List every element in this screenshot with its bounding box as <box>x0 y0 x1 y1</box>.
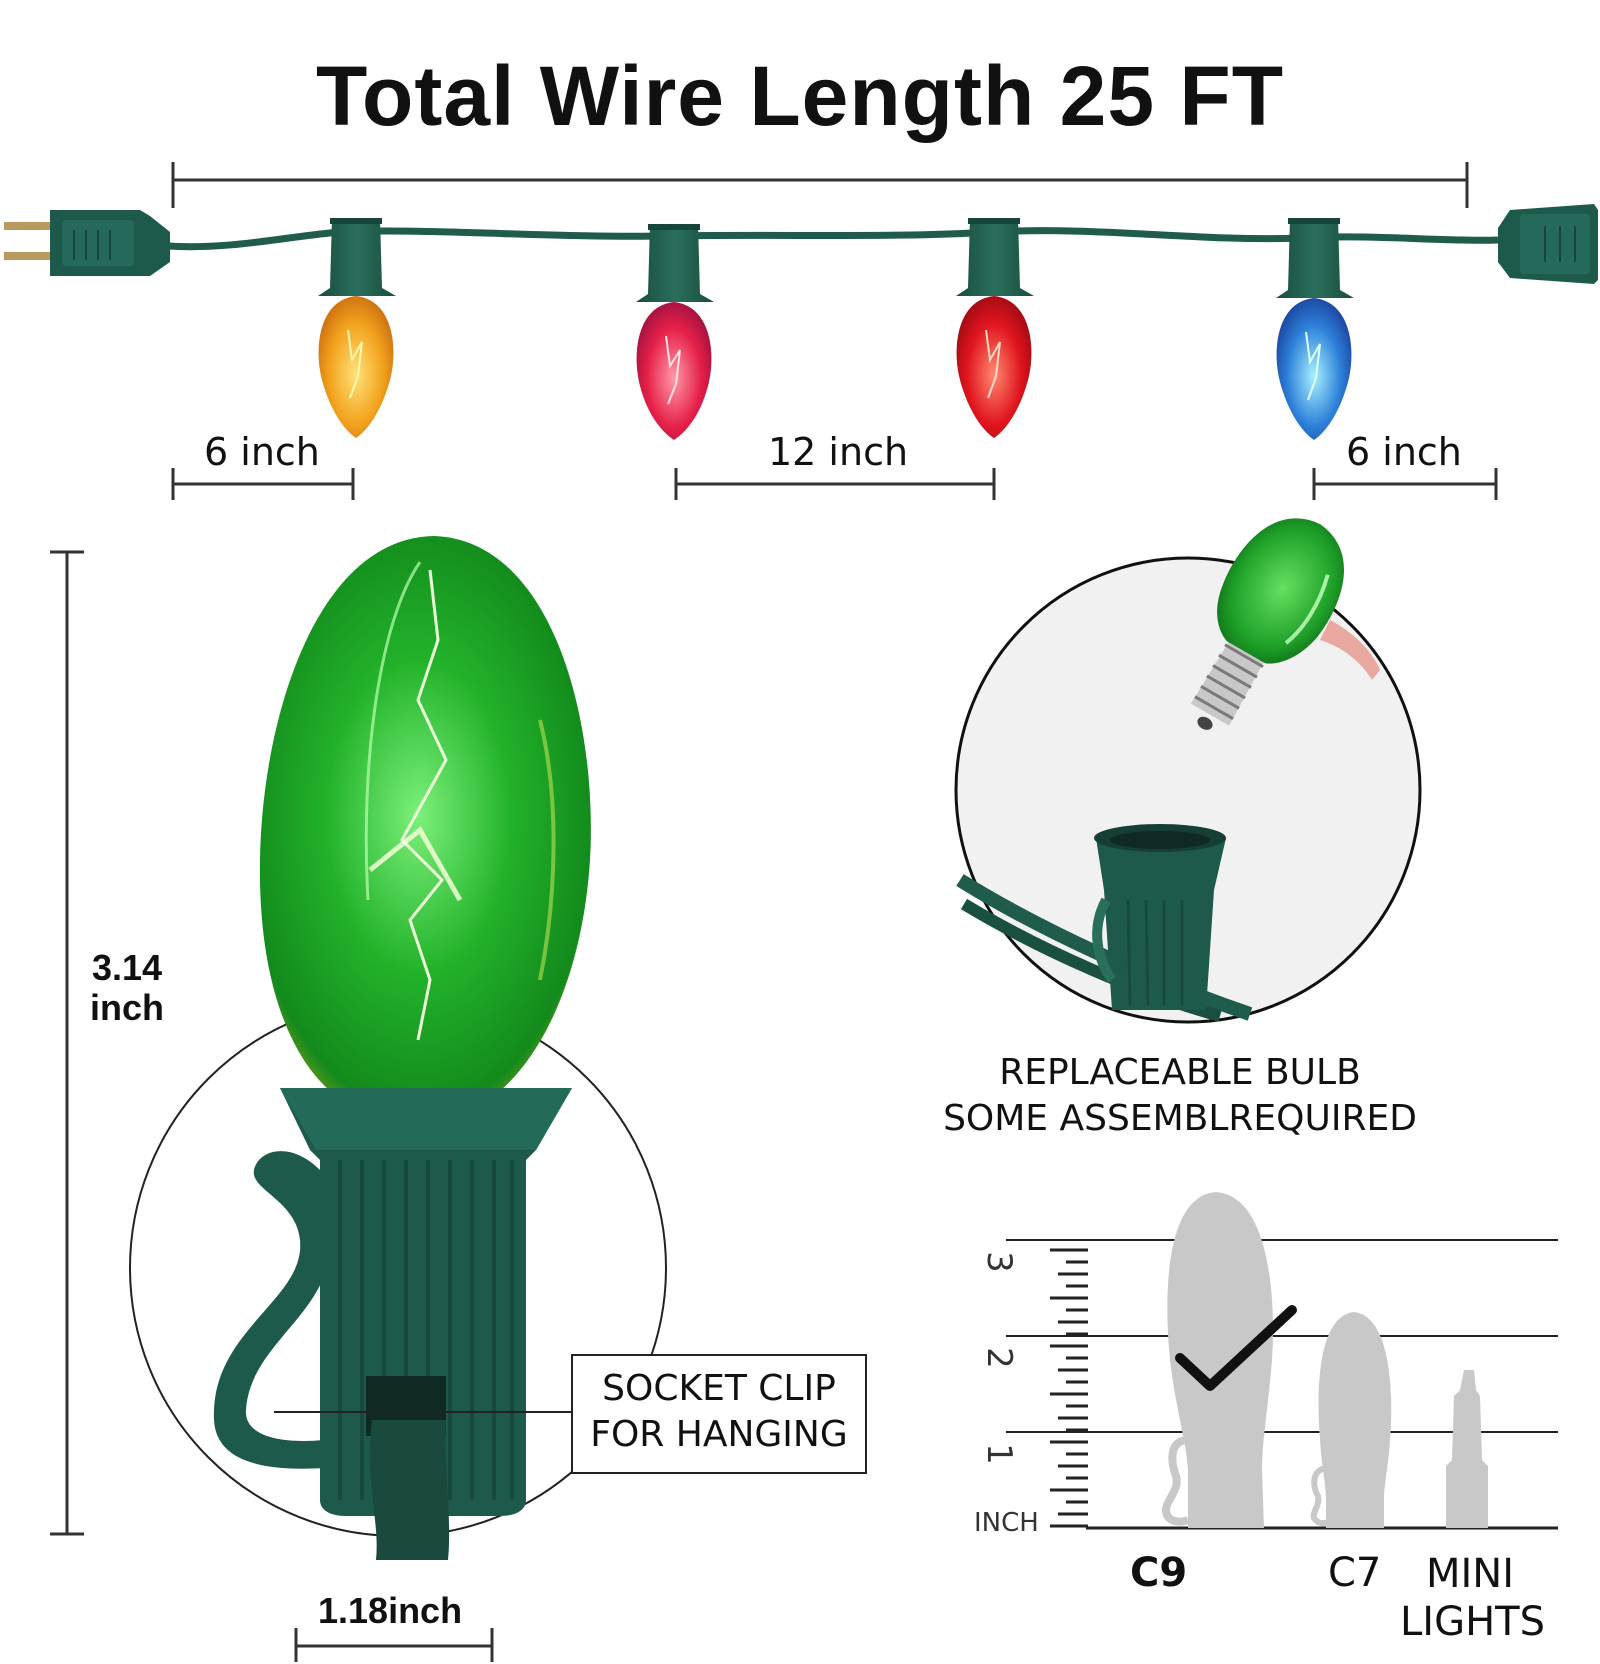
large-green-bulb <box>259 536 591 1096</box>
spacing-dimension-right <box>1312 468 1498 500</box>
total-length-dimension <box>171 162 1469 208</box>
c7-label: C7 <box>1328 1550 1382 1596</box>
red-bulb <box>956 218 1034 438</box>
height-dimension <box>50 550 84 1536</box>
socket-clip-line1: SOCKET CLIP <box>602 1368 836 1409</box>
spacing-middle-label: 12 inch <box>768 430 909 474</box>
c9-label: C9 <box>1130 1550 1188 1596</box>
ruler-mark-2: 2 <box>978 1347 1019 1369</box>
c9-silhouette <box>1161 1192 1273 1528</box>
ruler-mark-3: 3 <box>978 1251 1019 1273</box>
mini-silhouette <box>1446 1370 1488 1528</box>
ruler-unit-label: INCH <box>974 1508 1039 1538</box>
replaceable-bulb-photo <box>954 518 1422 1024</box>
bulb-height-label: 3.14 inch <box>84 948 170 1028</box>
spacing-right-label: 6 inch <box>1346 430 1462 474</box>
blue-bulb <box>1276 218 1354 440</box>
replaceable-line1: REPLACEABLE BULB <box>999 1052 1361 1093</box>
socket-clip-line2: FOR HANGING <box>590 1414 848 1455</box>
spacing-left-label: 6 inch <box>204 430 320 474</box>
bulb-height-unit: inch <box>89 987 164 1028</box>
female-plug <box>1498 204 1598 284</box>
mini-lights-label: MINI LIGHTS <box>1400 1550 1545 1646</box>
size-comparison-chart <box>1006 1192 1558 1530</box>
bulb-width-label: 1.18inch <box>318 1590 463 1631</box>
bulb-height-value: 3.14 <box>91 947 163 988</box>
spacing-dimension-left <box>171 468 355 500</box>
width-dimension <box>294 1628 494 1662</box>
male-plug <box>4 210 170 276</box>
replaceable-bulb-label: REPLACEABLE BULB SOME ASSEMBLREQUIRED <box>900 1050 1460 1142</box>
page-title: Total Wire Length 25 FT <box>315 49 1285 143</box>
amber-bulb <box>318 218 396 438</box>
mini-line2: LIGHTS <box>1400 1599 1545 1645</box>
pink-red-bulb <box>636 224 714 440</box>
c7-silhouette <box>1310 1312 1392 1528</box>
socket-clip-callout <box>571 1354 867 1474</box>
ruler-ticks <box>1050 1248 1088 1528</box>
replaceable-line2: SOME ASSEMBLREQUIRED <box>943 1098 1417 1139</box>
ruler-mark-1: 1 <box>978 1443 1019 1465</box>
check-icon <box>1175 1305 1297 1391</box>
socket-clip-label: SOCKET CLIP FOR HANGING <box>571 1366 867 1458</box>
spacing-dimension-middle <box>674 468 996 500</box>
mini-line1: MINI <box>1425 1551 1515 1597</box>
large-socket <box>213 1088 572 1560</box>
